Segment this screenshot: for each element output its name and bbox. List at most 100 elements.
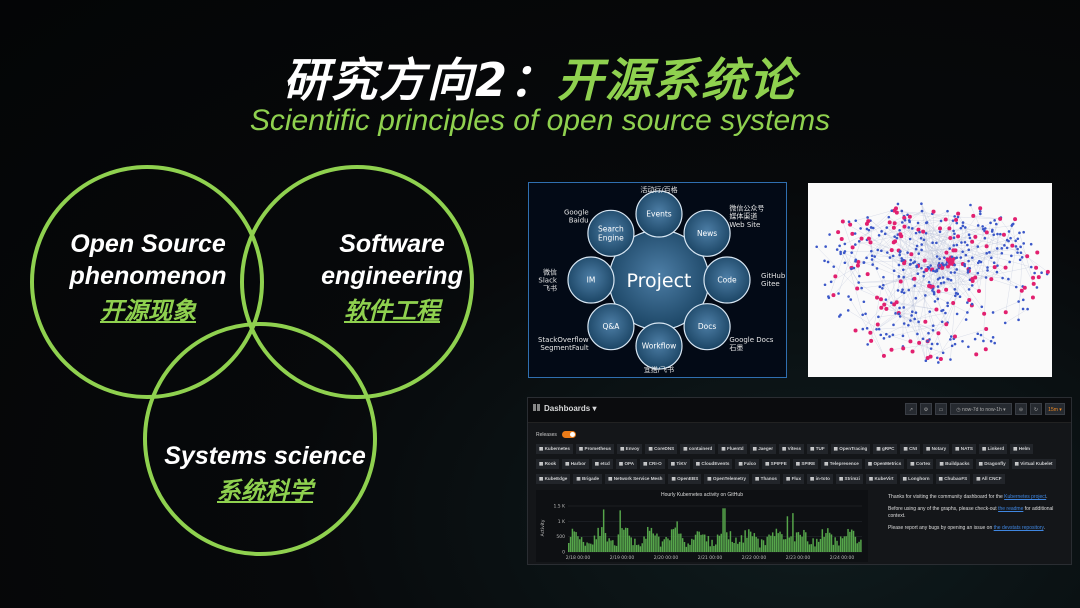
activity-bar [621,528,623,552]
note-text: Before using any of the graphs, please c… [888,506,999,512]
dashboard-link-opa[interactable]: ▦ OPA [615,459,638,469]
dashboard-link-kubeedge[interactable]: ▦ KubeEdge [536,474,571,484]
activity-bar [702,534,704,552]
activity-bar [823,536,825,552]
activity-bar [591,544,594,552]
dashboard-link-kubevirt[interactable]: ▦ KubeVirt [865,474,897,484]
time-range-picker[interactable]: ◷ now-7d to now-1h ▾ [950,403,1012,415]
dashboard-link-falco[interactable]: ▦ Falco [735,459,760,469]
activity-bar [674,527,677,552]
time-range-value: now-7d to now-1h [962,407,1002,413]
activity-bar [727,539,730,552]
venn-circle-open-source [30,165,264,399]
x-tick-label: 2/23 00:00 [786,555,811,561]
dashboard-link-spire[interactable]: ▦ SPIRE [792,459,819,469]
venn-label-systems-science: Systems science 系统科学 [140,440,390,508]
dashboard-link-cortex[interactable]: ▦ Cortex [907,459,934,469]
dashboard-link-notary[interactable]: ▦ Notary [923,444,950,454]
activity-bar [775,528,778,552]
activity-bar [817,541,820,552]
dashboard-link-tuf[interactable]: ▦ TUF [807,444,828,454]
project-ring-node [587,303,635,351]
dashboard-link-openebs[interactable]: ▦ OpenEBS [668,474,702,484]
activity-bar [843,536,846,552]
x-tick-label: 2/21 00:00 [698,555,723,561]
dashboard-link-prometheus[interactable]: ▦ Prometheus [575,444,615,454]
dashboard-link-cri-o[interactable]: ▦ CRI-O [640,459,665,469]
activity-bar [626,528,629,552]
activity-bar [568,542,570,552]
activity-bar [615,545,618,552]
project-outer-label: 宜搭/飞书 [644,365,674,374]
dashboard-link-helm[interactable]: ▦ Helm [1010,444,1034,454]
dashboard-link-vitess[interactable]: ▦ Vitess [779,444,805,454]
refresh-icon[interactable]: ↻ [1030,403,1042,415]
dashboard-link-strimzi[interactable]: ▦ Strimzi [835,474,863,484]
dashboard-link-coredns[interactable]: ▦ CoreDNS [645,444,678,454]
dashboard-link-chubaofs[interactable]: ▦ ChubaoFS [935,474,971,484]
dashboard-link-opentelemetry[interactable]: ▦ OpenTelemetry [704,474,750,484]
dashboard-link-kubernetes[interactable]: ▦ Kubernetes [536,444,573,454]
dashboard-link-flux[interactable]: ▦ Flux [782,474,805,484]
dashboard-link-containerd[interactable]: ▦ containerd [680,444,716,454]
x-tick-label: 2/20 00:00 [654,555,679,561]
dashboard-link-all-cncf[interactable]: ▦ All CNCF [973,474,1005,484]
dashboard-link-dragonfly[interactable]: ▦ Dragonfly [975,459,1009,469]
note-text: for additional context. [888,506,1054,519]
releases-toggle[interactable] [561,431,576,438]
dashboards-menu[interactable]: Dashboards ▾ [544,404,597,413]
dashboard-link-telepresence[interactable]: ▦ Telepresence [821,459,862,469]
dashboard-link-harbor[interactable]: ▦ Harbor [562,459,589,469]
dashboard-link-opentracing[interactable]: ▦ OpenTracing [830,444,871,454]
dashboard-link-linkerd[interactable]: ▦ Linkerd [978,444,1008,454]
activity-bar [683,542,686,552]
activity-bar [582,541,585,552]
activity-bar [624,527,627,552]
venn-label-cn: 系统科学 [217,478,313,505]
dashboard-link-cloudevents[interactable]: ▦ CloudEvents [692,459,733,469]
activity-bar [810,544,813,552]
kubernetes-project-link[interactable]: Kubernetes project [1004,494,1047,500]
dashboard-link-cni[interactable]: ▦ CNI [900,444,920,454]
dashboard-link-brigade[interactable]: ▦ Brigade [573,474,603,484]
activity-bar [645,538,647,552]
gear-icon[interactable]: ⚙ [920,403,932,415]
devstats-repo-link[interactable]: the devstats repository [993,525,1044,531]
dashboard-link-longhorn[interactable]: ▦ Longhorn [899,474,933,484]
refresh-interval-picker[interactable]: 15m ▾ [1045,403,1065,415]
activity-bar [613,545,616,552]
dashboard-link-nats[interactable]: ▦ NATS [952,444,976,454]
dashboard-link-thanos[interactable]: ▦ Thanos [752,474,780,484]
releases-toggle-row: Releases [536,431,576,438]
venn-circle-systems-science [143,322,377,556]
dashboard-link-spiffe[interactable]: ▦ SPIFFE [762,459,790,469]
zoom-out-icon[interactable]: ⊖ [1015,403,1027,415]
project-ring-node [587,209,635,257]
monitor-icon[interactable]: ▭ [935,403,947,415]
dashboard-link-network-service-mesh[interactable]: ▦ Network Service Mesh [605,474,666,484]
dashboard-link-fluentd[interactable]: ▦ Fluentd [718,444,747,454]
activity-bar [858,541,860,552]
activity-bar [689,544,691,552]
activity-bar [619,510,621,552]
dashboard-link-buildpacks[interactable]: ▦ Buildpacks [936,459,973,469]
dashboard-link-rook[interactable]: ▦ Rook [536,459,560,469]
grid-icon[interactable] [533,404,540,411]
dashboard-link-openmetrics[interactable]: ▦ OpenMetrics [864,459,905,469]
activity-bar [584,545,587,552]
readme-link[interactable]: the readme [998,506,1024,512]
dashboard-link-etcd[interactable]: ▦ etcd [591,459,613,469]
dashboard-link-jaeger[interactable]: ▦ Jaeger [749,444,777,454]
dashboard-link-in-toto[interactable]: ▦ in-toto [807,474,833,484]
note-paragraph: Before using any of the graphs, please c… [888,506,1060,520]
share-icon[interactable]: ↗ [905,403,917,415]
dashboard-link-tikv[interactable]: ▦ TiKV [667,459,690,469]
dashboard-link-virtual-kubelet[interactable]: ▦ Virtual Kubelet [1011,459,1056,469]
x-tick-label: 2/19 00:00 [610,555,635,561]
dashboard-link-envoy[interactable]: ▦ Envoy [617,444,643,454]
dashboard-link-grpc[interactable]: ▦ gRPC [873,444,898,454]
project-ring-node-label: News [697,229,717,238]
activity-bar [612,540,614,552]
